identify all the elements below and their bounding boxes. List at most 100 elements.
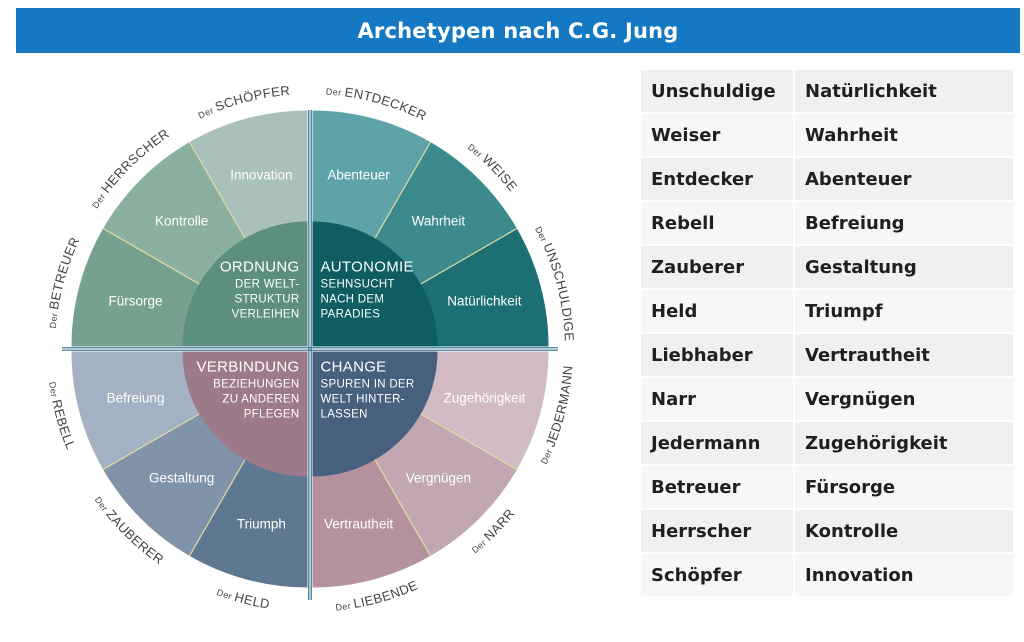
archetype-name: REBELL — [49, 398, 78, 452]
quadrant-description: STRUKTUR — [234, 294, 299, 306]
segment-separator — [420, 227, 518, 285]
core-change — [312, 351, 438, 477]
value-cell: Natürlichkeit — [795, 70, 1013, 114]
quadrant-description: WELT HINTER- — [321, 394, 405, 406]
segment-separator — [102, 413, 200, 471]
segment-value-label: Gestaltung — [149, 470, 214, 485]
quadrant-description: PARADIES — [321, 309, 381, 321]
value-cell: Fürsorge — [795, 466, 1013, 510]
quadrant-description: VERLEIHEN — [232, 309, 300, 321]
archetype-cell: Zauberer — [641, 246, 795, 290]
segment-value-label: Triumph — [237, 516, 286, 531]
core-verbindung — [182, 351, 308, 477]
archetype-article: Der — [48, 309, 60, 329]
archetype-cell: Narr — [641, 378, 795, 422]
archetype-cell: Schöpfer — [641, 554, 795, 598]
archetype-article: Der — [533, 225, 550, 246]
value-cell: Innovation — [795, 554, 1013, 598]
quadrant-title: AUTONOMIE — [321, 259, 414, 276]
value-cell: Wahrheit — [795, 114, 1013, 158]
archetype-cell: Held — [641, 290, 795, 334]
archetype-cell: Betreuer — [641, 466, 795, 510]
axis-lines — [62, 110, 558, 600]
archetype-article: Der — [215, 587, 236, 602]
segment-value-label: Innovation — [230, 168, 292, 183]
value-cell: Zugehörigkeit — [795, 422, 1013, 466]
archetype-article: Der — [335, 600, 355, 612]
archetype-name: SCHÖPFER — [213, 83, 291, 115]
quadrant-description: LASSEN — [321, 409, 368, 421]
value-cell: Vertrautheit — [795, 334, 1013, 378]
quadrant-description: BEZIEHUNGEN — [213, 379, 299, 391]
separator-layer — [102, 141, 518, 557]
archetype-label: Der REBELL — [47, 381, 78, 452]
segment-value-label: Fürsorge — [109, 293, 163, 308]
quadrant-description: DER WELT- — [235, 279, 299, 291]
archetype-name: LIEBENDE — [352, 577, 420, 611]
core-layer — [182, 221, 438, 477]
archetype-cell: Herrscher — [641, 510, 795, 554]
segment-value-label: Abenteuer — [327, 168, 390, 183]
archetype-label-path: Der HELD — [215, 587, 271, 612]
segment-value-label: Vertrautheit — [324, 516, 393, 531]
archetype-name: JEDERMANN — [543, 365, 576, 449]
segment-separator — [374, 141, 432, 239]
quadrant-title: VERBINDUNG — [196, 359, 299, 376]
quadrant-description: ZU ANDEREN — [222, 394, 299, 406]
quadrant-description: PFLEGEN — [244, 409, 300, 421]
archetype-name: HELD — [233, 589, 271, 612]
archetype-article: Der — [325, 86, 345, 98]
archetype-label-path: Der REBELL — [47, 381, 78, 452]
value-cell: Triumpf — [795, 290, 1013, 334]
archetype-article: Der — [539, 445, 556, 466]
quadrant-description: NACH DEM — [321, 294, 385, 306]
segment-value-label: Natürlichkeit — [447, 293, 522, 308]
archetype-cell: Unschuldige — [641, 70, 795, 114]
segment-value-label: Zugehörigkeit — [444, 391, 526, 406]
archetype-cell: Weiser — [641, 114, 795, 158]
value-cell: Abenteuer — [795, 158, 1013, 202]
value-cell: Befreiung — [795, 202, 1013, 246]
quadrant-title: ORDNUNG — [220, 259, 300, 276]
segment-separator — [188, 141, 246, 239]
archetype-cell: Jedermann — [641, 422, 795, 466]
archetype-article: Der — [197, 104, 218, 121]
core-autonomie — [312, 221, 438, 347]
archetype-cell: Rebell — [641, 202, 795, 246]
segment-separator — [374, 459, 432, 557]
value-cell: Kontrolle — [795, 510, 1013, 554]
segment-value-label: Befreiung — [107, 391, 165, 406]
archetype-article: Der — [47, 381, 60, 401]
archetype-name: NARR — [481, 506, 518, 544]
core-ordnung — [182, 221, 308, 347]
page-title: Archetypen nach C.G. Jung — [16, 8, 1020, 53]
quadrant-description: SEHNSUCHT — [321, 279, 395, 291]
archetype-cell: Entdecker — [641, 158, 795, 202]
archetype-cell: Liebhaber — [641, 334, 795, 378]
value-cell: Vergnügen — [795, 378, 1013, 422]
segment-value-label: Wahrheit — [412, 214, 466, 229]
segment-value-label: Kontrolle — [155, 214, 208, 229]
segment-value-label: Vergnügen — [406, 470, 471, 485]
quadrant-description: SPUREN IN DER — [321, 379, 415, 391]
archetype-label: Der HELD — [215, 587, 271, 612]
quadrant-title: CHANGE — [321, 359, 387, 376]
segment-separator — [102, 227, 200, 285]
segment-layer — [71, 110, 549, 588]
segment-separator — [188, 459, 246, 557]
segment-separator — [420, 413, 518, 471]
